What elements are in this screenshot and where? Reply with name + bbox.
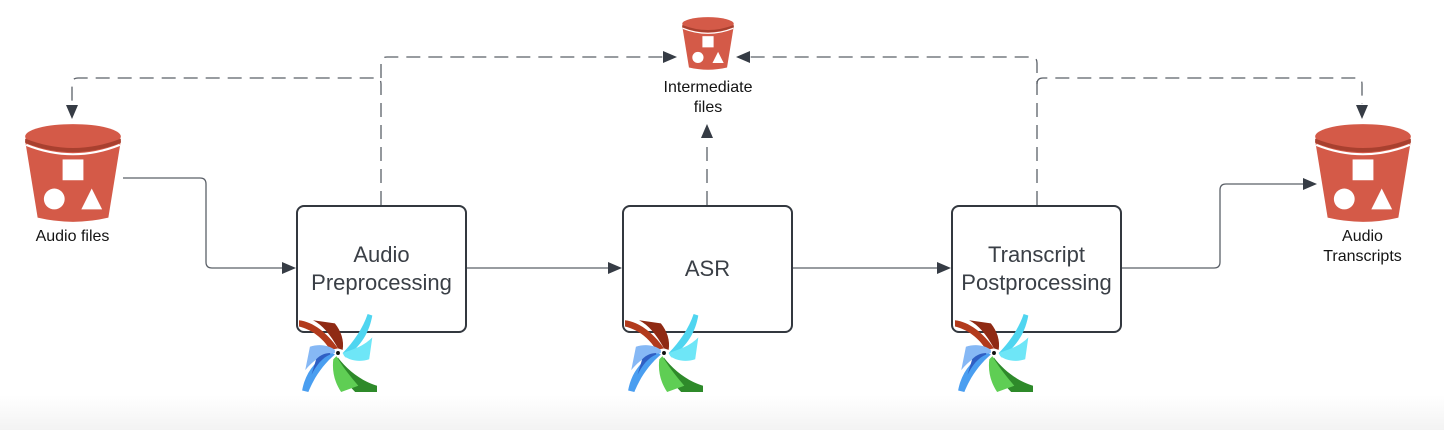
arrowhead-icon [937, 262, 951, 274]
arrowhead-icon [1303, 178, 1317, 190]
edge-preprocessing-to-audio-files [71, 77, 382, 205]
storage-label-audio-files: Audio files [35, 228, 110, 245]
arrowhead-icon [608, 262, 622, 274]
arrowhead-icon [736, 51, 750, 63]
edge-audio-files-to-preprocessing [123, 177, 284, 269]
edge-postprocessing-to-intermediate [750, 56, 1038, 205]
edge-postprocessing-to-transcripts [1122, 183, 1305, 269]
arrowhead-icon [1356, 105, 1368, 119]
process-transcript-postprocessing[interactable]: Transcript Postprocessing [951, 205, 1122, 333]
arrowhead-icon [663, 51, 677, 63]
airflow-pinwheel-icon [624, 314, 704, 392]
s3-bucket-icon[interactable] [21, 120, 125, 228]
canvas-bottom-fade [0, 395, 1444, 430]
s3-bucket-icon[interactable] [1311, 120, 1415, 228]
arrowhead-icon [66, 105, 78, 119]
arrowhead-icon [701, 124, 713, 138]
arrowhead-icon [282, 262, 296, 274]
airflow-pinwheel-icon [954, 314, 1034, 392]
process-label: ASR [684, 256, 731, 281]
process-audio-preprocessing[interactable]: Audio Preprocessing [296, 205, 467, 333]
s3-bucket-icon[interactable] [680, 14, 736, 74]
edge-preprocessing-to-intermediate [380, 56, 665, 78]
edge-postprocessing-to-transcripts-dashed [1036, 77, 1363, 104]
process-asr[interactable]: ASR [622, 205, 793, 333]
process-label: Transcript Postprocessing [961, 242, 1112, 295]
process-label: Audio Preprocessing [311, 242, 452, 295]
airflow-pinwheel-icon [298, 314, 378, 392]
storage-label-intermediate-files: Intermediate files [663, 79, 753, 116]
storage-label-audio-transcripts: Audio Transcripts [1323, 228, 1402, 265]
